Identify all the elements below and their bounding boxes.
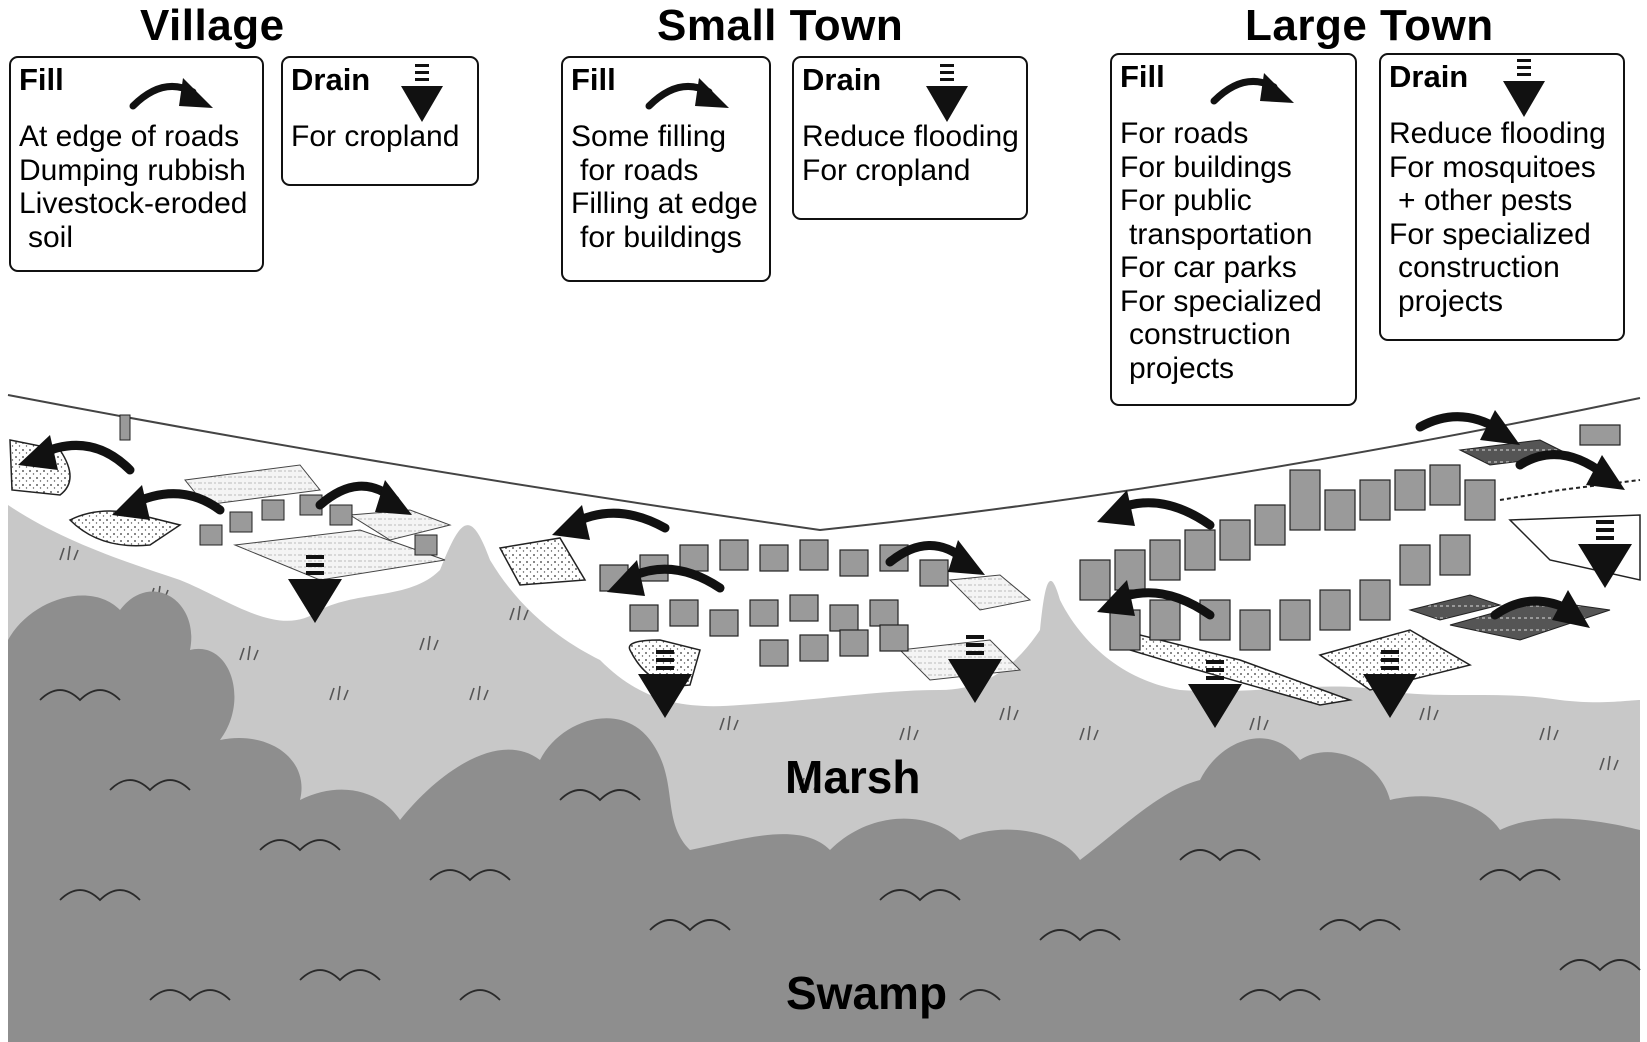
small-town-fill-box: Fill Some filling for roads Filling at e… — [561, 56, 771, 282]
swamp-label: Swamp — [786, 967, 948, 1019]
drain-arrows — [288, 520, 1632, 728]
small-town-settlement — [498, 537, 1032, 687]
drain-title: Drain — [291, 62, 371, 97]
large-town-drain-lines: Reduce flooding For mosquitoes + other p… — [1389, 117, 1606, 318]
large-town-fill-lines: For roads For buildings For public trans… — [1120, 117, 1322, 385]
curved-fill-arrow-icon — [129, 78, 213, 110]
fill-arrowheads — [18, 410, 1625, 628]
striped-drain-arrow-icon — [926, 64, 968, 122]
fill-title: Fill — [19, 62, 64, 97]
village-fill-box: Fill At edge of roads Dumping rubbish Li… — [9, 56, 264, 272]
large-town-drain-box: Drain Reduce flooding For mosquitoes + o… — [1379, 53, 1625, 341]
fill-title: Fill — [1120, 59, 1165, 94]
swamp-foliage — [39, 689, 1641, 1002]
drain-title: Drain — [1389, 59, 1469, 94]
village-fill-lines: At edge of roads Dumping rubbish Livesto… — [19, 120, 248, 254]
striped-drain-arrow-icon — [401, 64, 443, 122]
village-drain-box: Drain For cropland — [281, 56, 479, 186]
fill-title: Fill — [571, 62, 616, 97]
small-town-drain-box: Drain Reduce flooding For cropland — [792, 56, 1028, 220]
large-town-fill-box: Fill For roads For buildings For public … — [1110, 53, 1357, 406]
swamp-area — [8, 591, 1640, 1042]
large-town-settlement — [1079, 424, 1641, 706]
village-drain-lines: For cropland — [291, 120, 460, 153]
striped-drain-arrow-icon — [1503, 59, 1545, 117]
heading-village: Village — [140, 1, 285, 50]
heading-small-town: Small Town — [657, 1, 904, 50]
small-town-fill-lines: Some filling for roads Filling at edge f… — [571, 120, 758, 254]
small-town-drain-lines: Reduce flooding For cropland — [802, 120, 1019, 187]
village-settlement — [9, 414, 452, 581]
curved-fill-arrow-icon — [645, 78, 729, 110]
marsh-label: Marsh — [785, 751, 921, 803]
heading-large-town: Large Town — [1245, 1, 1494, 50]
drain-title: Drain — [802, 62, 882, 97]
curved-fill-arrow-icon — [1210, 73, 1294, 105]
